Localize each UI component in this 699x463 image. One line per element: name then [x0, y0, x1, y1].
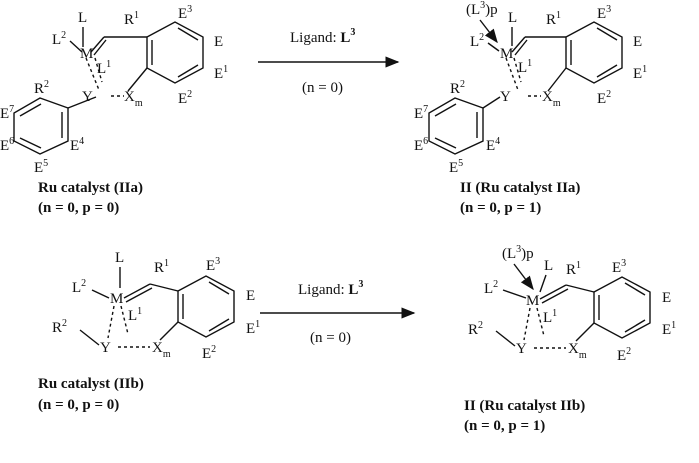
arrow2-bottom-label: (n = 0)	[310, 330, 351, 346]
atom-r2: R2	[468, 320, 483, 338]
atom-e6: E6	[414, 136, 428, 154]
atom-y: Y	[100, 340, 111, 356]
atom-l3p: (L3)p	[502, 244, 534, 262]
atom-l: L	[508, 10, 517, 26]
atom-e4: E4	[70, 136, 84, 154]
atom-x: Xm	[152, 340, 171, 360]
atom-l2: L2	[72, 278, 86, 296]
atom-e4: E4	[486, 136, 500, 154]
arrow1-bottom-label: (n = 0)	[302, 80, 343, 96]
atom-r2: R2	[52, 318, 67, 336]
atom-m: M	[110, 291, 123, 307]
atom-l1: L1	[97, 59, 111, 77]
caption-ii-b-2: (n = 0, p = 1)	[464, 418, 545, 434]
atom-e3: E3	[178, 4, 192, 22]
structure-ii-a: (L3)p L L2 M R1 E3 E E1 E2 L1 Y Xm R2 E7…	[414, 0, 647, 176]
atom-e3: E3	[206, 256, 220, 274]
atom-x: Xm	[124, 89, 143, 109]
atom-l2: L2	[52, 30, 66, 48]
caption-ii-a-1: II (Ru catalyst IIa)	[460, 180, 580, 196]
atom-e3: E3	[597, 4, 611, 22]
atom-e7: E7	[414, 104, 428, 122]
atom-l1: L1	[518, 58, 532, 76]
atom-e: E	[214, 34, 223, 50]
atom-e5: E5	[34, 158, 48, 176]
atom-e1: E1	[662, 320, 676, 338]
atom-e: E	[633, 34, 642, 50]
atom-e3: E3	[612, 258, 626, 276]
atom-l2: L2	[484, 279, 498, 297]
atom-l3p: (L3)p	[466, 0, 498, 18]
atom-l2: L2	[470, 32, 484, 50]
structure-iia: L L2 M L1 R1 E3 E E1 E2 Y Xm R2 E7 E6 E4…	[0, 4, 228, 176]
atom-e5: E5	[449, 158, 463, 176]
caption-iib-2: (n = 0, p = 0)	[38, 397, 119, 413]
atom-r1: R1	[566, 260, 581, 278]
atom-e6: E6	[0, 136, 14, 154]
atom-r2: R2	[34, 79, 49, 97]
atom-e: E	[662, 290, 671, 306]
atom-r1: R1	[154, 258, 169, 276]
atom-y: Y	[500, 89, 511, 105]
arrow2-top-label: Ligand: L3	[298, 279, 363, 298]
atom-e2: E2	[178, 89, 192, 107]
structure-ii-b: (L3)p L L2 M R1 E3 E E1 E2 L1 Y Xm R2	[468, 244, 676, 364]
atom-y: Y	[82, 89, 93, 105]
atom-e: E	[246, 288, 255, 304]
atom-x: Xm	[568, 341, 587, 361]
caption-iia-1: Ru catalyst (IIa)	[38, 180, 143, 196]
caption-ii-b-1: II (Ru catalyst IIb)	[464, 398, 585, 414]
arrow1-top-label: Ligand: L3	[290, 27, 355, 46]
atom-y: Y	[516, 341, 527, 357]
atom-e2: E2	[202, 344, 216, 362]
structure-iib: L L2 M R1 E3 E E1 E2 L1 Y Xm R2	[52, 250, 260, 362]
atom-r2: R2	[450, 79, 465, 97]
caption-iia-2: (n = 0, p = 0)	[38, 200, 119, 216]
atom-x: Xm	[542, 89, 561, 109]
caption-ii-a-2: (n = 0, p = 1)	[460, 200, 541, 216]
atom-l1: L1	[543, 308, 557, 326]
atom-l1: L1	[128, 306, 142, 324]
caption-iib-1: Ru catalyst (IIb)	[38, 376, 144, 392]
atom-e1: E1	[633, 64, 647, 82]
atom-l: L	[78, 10, 87, 26]
atom-m: M	[80, 46, 93, 62]
atom-l: L	[544, 258, 553, 274]
atom-e2: E2	[617, 346, 631, 364]
atom-r1: R1	[546, 10, 561, 28]
atom-e2: E2	[597, 89, 611, 107]
atom-e1: E1	[214, 64, 228, 82]
atom-r1: R1	[124, 10, 139, 28]
atom-e1: E1	[246, 319, 260, 337]
atom-e7: E7	[0, 104, 14, 122]
atom-m: M	[526, 293, 539, 309]
atom-l: L	[115, 250, 124, 266]
